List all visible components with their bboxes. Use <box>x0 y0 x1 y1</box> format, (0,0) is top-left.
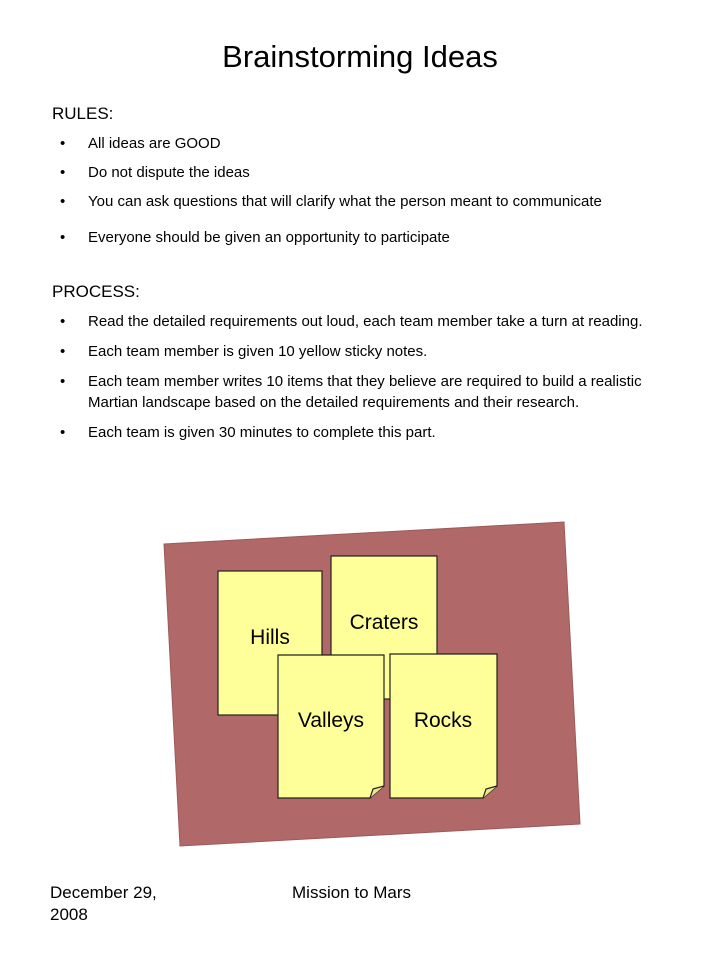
page-title: Brainstorming Ideas <box>222 39 498 74</box>
list-item: • You can ask questions that will clarify… <box>60 191 690 212</box>
rule-text: All ideas are GOOD <box>88 135 221 152</box>
bullet-icon: • <box>60 193 66 210</box>
sticky-note-rocks: Rocks <box>389 653 498 799</box>
bullet-icon: • <box>60 424 66 441</box>
rule-text: Do not dispute the ideas <box>88 164 250 181</box>
bullet-icon: • <box>60 343 66 360</box>
list-item: • Read the detailed requirements out loud… <box>60 311 690 332</box>
note-label-valleys: Valleys <box>298 709 364 732</box>
bullet-icon: • <box>60 164 66 181</box>
list-item: • Do not dispute the ideas <box>60 162 690 183</box>
list-item: • Everyone should be given an opportunity… <box>60 227 690 248</box>
list-item: • All ideas are GOOD <box>60 133 690 154</box>
rules-heading: RULES: <box>52 104 114 123</box>
process-text: Each team is given 30 minutes to complet… <box>88 424 436 441</box>
note-label-craters: Craters <box>350 611 419 634</box>
process-list: • Read the detailed requirements out loud… <box>60 311 690 452</box>
process-text: Each team member is given 10 yellow stic… <box>88 343 428 360</box>
sticky-note-valleys: Valleys <box>277 654 385 799</box>
rule-text: Everyone should be given an opportunity … <box>88 229 450 246</box>
bullet-icon: • <box>60 313 66 330</box>
rules-list: • All ideas are GOOD • Do not dispute the … <box>60 133 690 256</box>
bullet-icon: • <box>60 229 66 246</box>
process-text: Read the detailed requirements out loud,… <box>88 313 643 330</box>
list-item: • Each team is given 30 minutes to comple… <box>60 422 690 443</box>
note-label-rocks: Rocks <box>414 709 472 732</box>
bullet-icon: • <box>60 373 66 390</box>
note-label-hills: Hills <box>250 626 290 649</box>
list-item: • Each team member writes 10 items that t… <box>60 371 690 413</box>
footer-title: Mission to Mars <box>292 883 412 902</box>
list-item: • Each team member is given 10 yellow sti… <box>60 341 690 362</box>
footer-date: December 29, 2008 <box>50 883 157 924</box>
process-heading: PROCESS: <box>52 282 140 301</box>
process-text: Each team member writes 10 items that th… <box>88 373 642 411</box>
rule-text: You can ask questions that will clarify … <box>88 193 602 210</box>
bullet-icon: • <box>60 135 66 152</box>
